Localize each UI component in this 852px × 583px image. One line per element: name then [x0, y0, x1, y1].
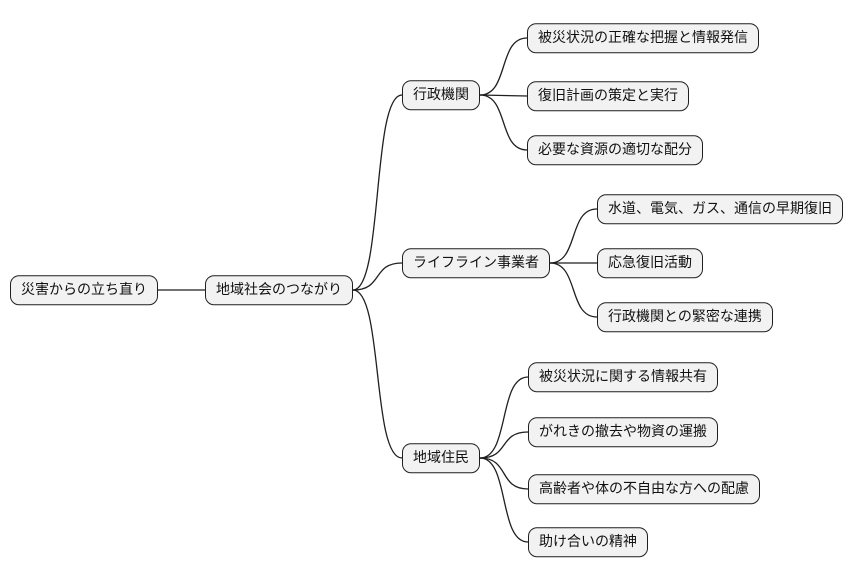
mindmap-node-community-ties: 地域社会のつながり [205, 275, 353, 305]
mindmap-edge [549, 262, 598, 318]
mindmap-edge [479, 94, 528, 97]
mindmap-node-local-residents: 地域住民 [402, 443, 480, 473]
mindmap-node-government-agencies: 行政機関 [402, 80, 480, 110]
mindmap-node-accurate-damage-assessment: 被災状況の正確な把握と情報発信 [527, 23, 759, 53]
mindmap-edge [479, 457, 529, 490]
mindmap-node-resource-allocation: 必要な資源の適切な配分 [527, 135, 703, 165]
mindmap-edge [352, 262, 403, 291]
mindmap-edge [479, 457, 529, 543]
mindmap-node-lifeline-operators: ライフライン事業者 [402, 248, 550, 278]
mindmap-node-early-utility-restoration: 水道、電気、ガス、通信の早期復旧 [597, 194, 843, 224]
mindmap-node-recovery-plan-execution: 復旧計画の策定と実行 [527, 81, 689, 111]
mindmap-edge [479, 431, 529, 459]
mindmap-edge [479, 376, 529, 459]
mindmap-node-mutual-aid-spirit: 助け合いの精神 [528, 527, 648, 557]
mindmap-edge [352, 289, 403, 459]
mindmap-node-close-government-coordination: 行政機関との緊密な連携 [597, 302, 773, 332]
mindmap-node-debris-removal-supply-transport: がれきの撤去や物資の運搬 [528, 417, 718, 447]
mindmap-node-emergency-repair-activities: 応急復旧活動 [597, 248, 703, 278]
mindmap-edge [352, 94, 403, 291]
mindmap-edge [479, 37, 528, 96]
mindmap-node-damage-info-sharing: 被災状況に関する情報共有 [528, 362, 718, 392]
mindmap-node-disaster-recovery: 災害からの立ち直り [10, 275, 158, 305]
mindmap-edge [549, 208, 598, 264]
mindmap-node-care-for-elderly-disabled: 高齢者や体の不自由な方への配慮 [528, 474, 760, 504]
mindmap-edge [479, 94, 528, 151]
